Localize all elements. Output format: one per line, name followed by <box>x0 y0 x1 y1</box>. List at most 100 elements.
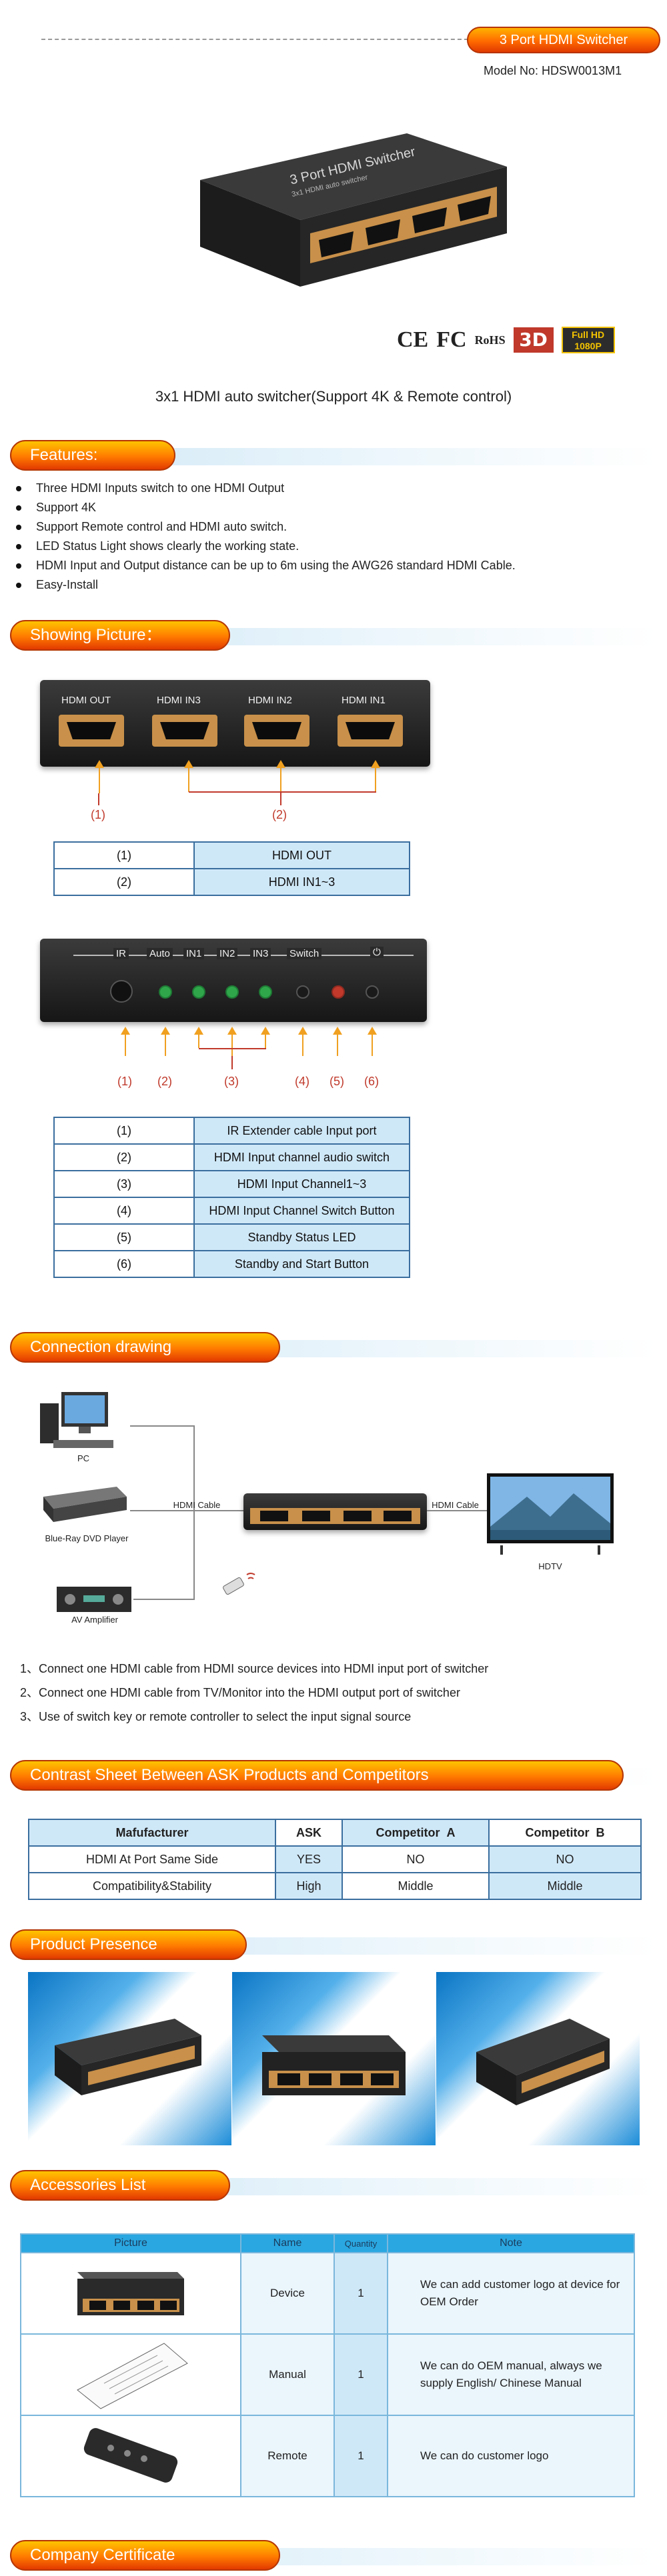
connection-header: Connection drawing <box>10 1332 657 1364</box>
power-icon: ⏻ <box>370 947 384 958</box>
table-cell: (3) <box>53 1170 195 1198</box>
table-cell: (1) <box>53 841 195 869</box>
full-hd-resolution: 1080P <box>574 341 602 351</box>
table-row: (6)Standby and Start Button <box>53 1250 410 1278</box>
hdmi-out-port <box>59 715 124 747</box>
arrow-icon <box>276 760 285 792</box>
list-item: HDMI Input and Output distance can be up… <box>15 556 516 575</box>
port-label-in1: HDMI IN1 <box>342 695 386 706</box>
switcher-photo <box>476 2019 610 2105</box>
in1-led <box>192 985 205 999</box>
table-cell: YES <box>275 1845 343 1873</box>
table-cell: We can do customer logo <box>387 2415 635 2497</box>
presence-header: Product Presence <box>10 1929 657 1961</box>
table-cell: HDMI OUT <box>193 841 410 869</box>
port-label-in3: HDMI IN3 <box>157 695 201 706</box>
port-label-in2: HDMI IN2 <box>248 695 292 706</box>
list-item: LED Status Light shows clearly the worki… <box>15 537 516 556</box>
table-cell: HDMI IN1~3 <box>193 868 410 896</box>
table-header-cell: Quantity <box>334 2233 388 2253</box>
presence-photo-1 <box>28 1972 231 2145</box>
arrow-icon <box>371 760 380 792</box>
device-back-panel: HDMI OUT HDMI IN3 HDMI IN2 HDMI IN1 <box>40 680 430 767</box>
bracket-line <box>189 791 376 793</box>
cable-line <box>193 1425 195 1600</box>
hero-product-image: 3 Port HDMI Switcher 3x1 HDMI auto switc… <box>200 133 507 287</box>
device-thumbnail <box>77 2271 184 2315</box>
ce-logo: CE <box>397 327 429 352</box>
product-subtitle: 3x1 HDMI auto switcher(Support 4K & Remo… <box>155 388 512 405</box>
amplifier-icon <box>57 1587 131 1612</box>
callout-1: (1) <box>117 1075 132 1088</box>
table-cell: Manual <box>240 2333 335 2416</box>
connection-heading: Connection drawing <box>10 1332 280 1363</box>
table-row: (5)Standby Status LED <box>53 1223 410 1251</box>
hdmi-in3-port <box>152 715 217 747</box>
arrow-icon <box>161 1027 170 1056</box>
table-cell: IR Extender cable Input port <box>193 1117 410 1145</box>
table-cell: HDMI Input Channel1~3 <box>193 1170 410 1198</box>
arrow-icon <box>95 760 104 793</box>
table-row: HDMI At Port Same Side YES NO NO <box>28 1845 642 1873</box>
table-cell <box>20 2252 241 2335</box>
bluray-icon <box>43 1487 127 1522</box>
hdmi-in2-port <box>244 715 309 747</box>
table-cell: (2) <box>53 1143 195 1171</box>
standby-button <box>366 985 379 999</box>
front-label-in1: IN1 <box>183 948 205 959</box>
auto-led <box>159 985 172 999</box>
table-row: (1)HDMI OUT <box>53 841 410 869</box>
table-header-cell: Mafufacturer <box>28 1819 276 1847</box>
pc-icon <box>40 1392 113 1448</box>
arrow-icon <box>194 1027 203 1048</box>
table-cell: NO <box>342 1845 490 1873</box>
table-header-cell: Picture <box>20 2233 241 2253</box>
list-item: 1、Connect one HDMI cable from HDMI sourc… <box>20 1662 489 1675</box>
table-header-cell: Competitor A <box>342 1819 490 1847</box>
table-cell <box>20 2333 241 2416</box>
table-cell: (1) <box>53 1117 195 1145</box>
table-cell: 1 <box>334 2252 388 2335</box>
table-row: (4)HDMI Input Channel Switch Button <box>53 1197 410 1225</box>
accessories-header: Accessories List <box>10 2170 657 2202</box>
amplifier-label: AV Amplifier <box>71 1615 118 1625</box>
table-header-cell: Name <box>240 2233 335 2253</box>
full-hd-text: Full HD <box>572 329 605 340</box>
callout-4: (4) <box>295 1075 309 1088</box>
list-item: Three HDMI Inputs switch to one HDMI Out… <box>15 479 516 498</box>
contrast-heading: Contrast Sheet Between ASK Products and … <box>10 1760 624 1791</box>
rohs-logo: RoHS <box>474 333 506 347</box>
header-divider <box>41 39 468 40</box>
switcher-photo <box>262 2035 406 2095</box>
switcher-icon <box>243 1493 427 1530</box>
table-header-cell: Competitor B <box>488 1819 642 1847</box>
manual-thumbnail <box>77 2342 188 2409</box>
in2-led <box>225 985 239 999</box>
cable-line <box>130 1425 193 1427</box>
callout-6: (6) <box>364 1075 379 1088</box>
bracket-line <box>280 792 281 805</box>
table-row: (2)HDMI IN1~3 <box>53 868 410 896</box>
table-row: Device 1 We can add customer logo at dev… <box>20 2252 635 2335</box>
table-cell: (5) <box>53 1223 195 1251</box>
table-cell: High <box>275 1872 343 1900</box>
port-slot <box>344 1511 372 1521</box>
arrow-icon <box>121 1027 130 1056</box>
3d-logo: 3D <box>513 327 554 353</box>
features-header: Features: <box>10 440 657 472</box>
presence-photo-3 <box>436 1972 640 2145</box>
table-cell: 1 <box>334 2333 388 2416</box>
front-label-switch: Switch <box>287 948 322 959</box>
table-cell: 1 <box>334 2415 388 2497</box>
table-row: (3)HDMI Input Channel1~3 <box>53 1170 410 1198</box>
device-front-panel: IR Auto IN1 IN2 IN3 Switch ⏻ <box>40 939 427 1022</box>
table-cell: HDMI Input Channel Switch Button <box>193 1197 410 1225</box>
list-item: Easy-Install <box>15 575 516 595</box>
model-number: Model No: HDSW0013M1 <box>484 64 622 77</box>
callout-3: (3) <box>224 1075 239 1088</box>
ir-receiver <box>110 980 133 1003</box>
features-list: Three HDMI Inputs switch to one HDMI Out… <box>15 479 516 595</box>
table-row: Compatibility&Stability High Middle Midd… <box>28 1872 642 1900</box>
